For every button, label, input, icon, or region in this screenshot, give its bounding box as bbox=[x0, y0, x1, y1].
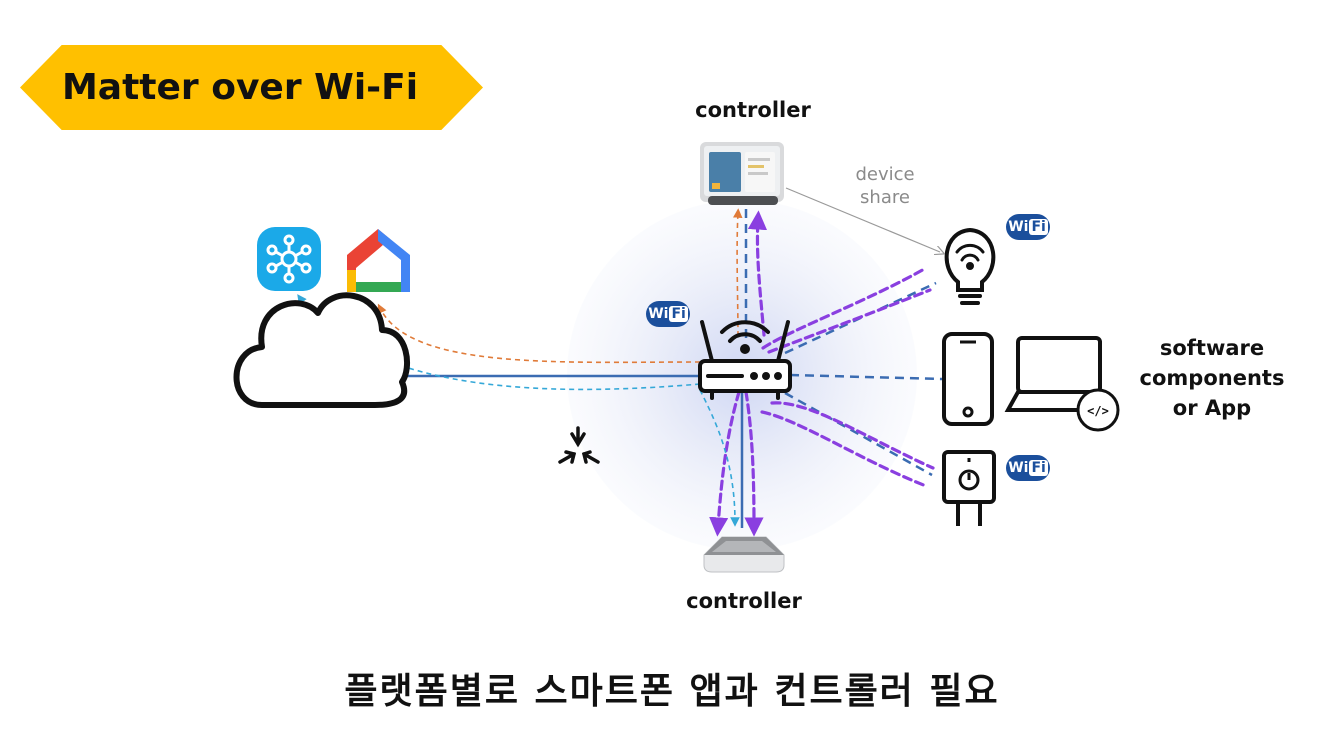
google-home-app-icon bbox=[347, 229, 410, 292]
matter-logo-icon bbox=[558, 426, 600, 464]
matter-flows-purple bbox=[709, 210, 935, 537]
smart-display-controller-icon bbox=[700, 142, 784, 205]
light-bulb-icon bbox=[944, 227, 996, 305]
code-icon: </> bbox=[1076, 388, 1120, 432]
smartthings-app-icon bbox=[257, 227, 321, 291]
wifi-badge-text-left: Wi bbox=[648, 306, 669, 322]
wifi-badge-text-right: Fi bbox=[1029, 219, 1048, 235]
wifi-router-icon bbox=[698, 320, 792, 400]
controller-bottom-label: controller bbox=[686, 589, 802, 613]
software-components-label: software components or App bbox=[1139, 336, 1285, 420]
wifi-badge-text-right: Fi bbox=[669, 306, 688, 322]
wifi-badge-text-left: Wi bbox=[1008, 460, 1029, 476]
hub-controller-icon bbox=[703, 536, 785, 573]
smart-plug-icon bbox=[942, 450, 996, 526]
device-share-arrow bbox=[785, 187, 940, 252]
controller-top-label: controller bbox=[695, 98, 811, 122]
svg-text:</>: </> bbox=[1087, 404, 1109, 418]
cloud-flow-cyan bbox=[297, 294, 701, 391]
banner-title: Matter over Wi-Fi bbox=[61, 67, 419, 108]
cloud-flow-orange bbox=[377, 303, 701, 364]
wifi-badge-text-left: Wi bbox=[1008, 219, 1029, 235]
wifi-badge-text-right: Fi bbox=[1029, 460, 1048, 476]
device-share-label: device share bbox=[855, 164, 915, 208]
smartphone-icon bbox=[942, 332, 994, 426]
cloud-icon bbox=[233, 292, 411, 408]
controller-flow-cyan bbox=[699, 389, 740, 527]
title-banner: Matter over Wi-Fi bbox=[20, 45, 483, 130]
caption: 플랫폼별로 스마트폰 앱과 컨트롤러 필요 bbox=[344, 671, 1000, 712]
